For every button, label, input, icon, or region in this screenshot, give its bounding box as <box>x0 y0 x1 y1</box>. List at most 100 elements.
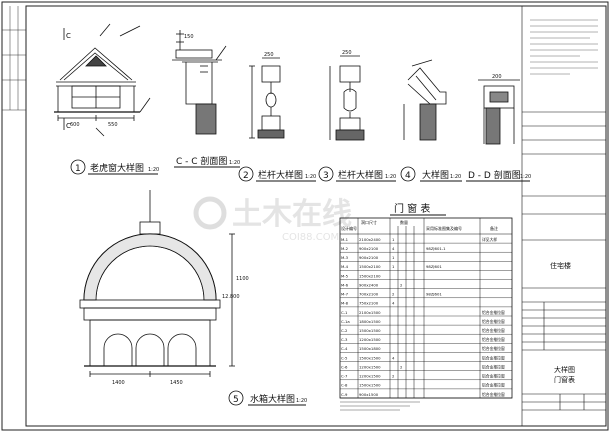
cornice-detail-4 <box>403 59 447 141</box>
table-cell: C-8 <box>341 383 348 388</box>
table-cell: 铝合金推拉窗 <box>482 337 505 342</box>
table-cell: 铝合金推拉窗 <box>482 346 505 351</box>
table-cell: 1500x1500 <box>359 383 381 388</box>
table-cell: 1500x2100 <box>359 273 381 278</box>
inner-border <box>25 5 607 427</box>
detail-1-scale: 1:20 <box>148 167 159 173</box>
dd-title: D - D 剖面图 <box>468 169 521 181</box>
drawing-name-1: 大样图 <box>554 365 575 374</box>
table-cell: 4 <box>392 246 395 251</box>
dormer-window-detail <box>54 23 151 137</box>
section-mark-c-bottom: C <box>66 122 71 130</box>
table-cell: 铝合金推拉窗 <box>482 374 505 379</box>
detail-5-marker <box>228 390 244 406</box>
detail-2-marker <box>238 166 254 182</box>
table-cell: 铝合金推拉窗 <box>482 355 505 360</box>
table-cell: 2100x1500 <box>359 310 381 315</box>
title-block <box>521 6 606 426</box>
table-cell: M-5 <box>341 273 349 278</box>
railing-detail-2 <box>249 57 285 139</box>
dim-1450: 1450 <box>170 380 183 386</box>
table-cell: 1 <box>392 237 395 242</box>
table-header-note: 备注 <box>490 225 498 231</box>
table-cell: 铝合金推拉窗 <box>482 392 505 397</box>
watermark: 土木在线 COI88.COM <box>193 196 352 243</box>
table-cell: 1200x1500 <box>359 364 381 369</box>
table-cell: 1500x2100 <box>359 264 381 269</box>
detail-3-number: 3 <box>323 171 329 181</box>
table-cell: 900x2100 <box>359 246 379 251</box>
table-cell: 1500x1500 <box>359 328 381 333</box>
dim-1400: 1400 <box>112 380 125 386</box>
dc-title: C - C 剖面图 <box>176 155 227 167</box>
d2-dim-250: 250 <box>264 52 274 58</box>
table-cell: 900x1500 <box>359 392 379 397</box>
detail-5-scale: 1:20 <box>296 398 307 404</box>
project-name: 住宅楼 <box>550 261 571 270</box>
table-cell: 4 <box>392 355 395 360</box>
water-tank-dome-detail <box>79 190 235 377</box>
dd-scale: 1:20 <box>520 174 531 180</box>
table-cell: M-2 <box>341 246 349 251</box>
table-frame <box>339 217 513 399</box>
dim-1100: 1100 <box>236 276 249 282</box>
table-cell: C-5 <box>341 355 348 360</box>
section-c-c-detail <box>172 30 227 135</box>
table-cell: 98ZJ601-1 <box>426 246 446 251</box>
table-cell: M-8 <box>341 301 349 306</box>
table-cell: M-7 <box>341 292 349 297</box>
railing-detail-3 <box>329 55 365 141</box>
table-cell: 详见大样 <box>482 237 497 242</box>
detail-4-number: 4 <box>405 171 411 181</box>
table-cell: 2 <box>400 282 403 287</box>
detail-3-scale: 1:20 <box>385 174 396 180</box>
detail-1-number: 1 <box>75 164 81 174</box>
table-cell: 1500x1800 <box>359 346 381 351</box>
elevation-12800: 12.800 <box>222 294 240 300</box>
table-cell: 铝合金推拉窗 <box>482 364 505 369</box>
table-cell: 2100x2400 <box>359 237 381 242</box>
watermark-logo-icon <box>193 196 227 230</box>
table-cell: C-3 <box>341 337 348 342</box>
table-cell: C-9 <box>341 392 348 397</box>
section-d-d-detail <box>478 79 520 145</box>
table-header-size: 洞口尺寸 <box>361 219 377 225</box>
table-cell: C-1 <box>341 310 348 315</box>
table-cell: 1 <box>392 264 395 269</box>
detail-1-marker <box>70 159 86 175</box>
dc-scale: 1:20 <box>229 160 240 166</box>
watermark-brand: 土木在线 <box>232 197 352 232</box>
table-header-qty: 数量 <box>400 219 408 225</box>
dc-dim-150: 150 <box>184 34 194 40</box>
detail-4-title: 大样图 <box>422 169 449 181</box>
table-cell: M-6 <box>341 282 349 287</box>
table-cell: 2 <box>392 374 395 379</box>
table-notes <box>340 401 420 411</box>
table-cell: 2 <box>400 364 403 369</box>
door-window-table-title: 门 窗 表 <box>394 202 430 215</box>
detail-5-title: 水箱大样图 <box>250 393 295 405</box>
detail-5-number: 5 <box>233 395 239 405</box>
table-cell: 700x2100 <box>359 292 379 297</box>
table-cell: 900x2100 <box>359 255 379 260</box>
table-cell: 铝合金推拉窗 <box>482 310 505 315</box>
table-cell: C-6 <box>341 364 348 369</box>
table-cell: 900x2400 <box>359 282 379 287</box>
table-cell: 1200x1500 <box>359 374 381 379</box>
detail-4-marker <box>400 166 416 182</box>
detail-2-scale: 1:20 <box>305 174 316 180</box>
table-cell: M-3 <box>341 255 349 260</box>
table-cell: 铝合金推拉窗 <box>482 328 505 333</box>
detail-3-marker <box>318 166 334 182</box>
section-mark-c-top: C <box>66 32 71 40</box>
table-cell: 1200x1500 <box>359 337 381 342</box>
table-cell: M-4 <box>341 264 349 269</box>
table-cell: 1500x1500 <box>359 355 381 360</box>
table-cell: 1800x1500 <box>359 319 381 324</box>
drawing-name-2: 门窗表 <box>554 375 575 384</box>
table-cell: 2 <box>392 292 395 297</box>
detail-2-title: 栏杆大样图 <box>258 169 303 181</box>
